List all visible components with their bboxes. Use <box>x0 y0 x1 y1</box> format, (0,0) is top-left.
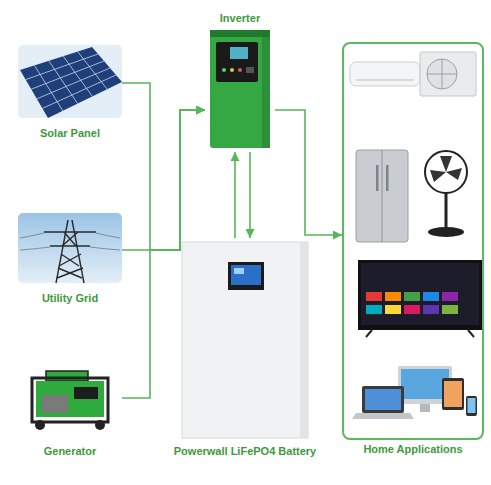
inverter-picture <box>210 30 270 148</box>
generator-picture <box>18 362 122 432</box>
flow-arrow <box>122 110 205 250</box>
source-node: Utility Grid <box>18 213 122 305</box>
node-label: Utility Grid <box>42 292 98 305</box>
source-node: Generator <box>18 362 122 458</box>
flow-arrow <box>122 83 205 250</box>
flow-arrow <box>122 110 205 398</box>
node-label: Home Applications <box>363 443 462 456</box>
battery-picture <box>182 242 308 438</box>
appliances-picture <box>350 52 482 419</box>
flow-arrow <box>249 152 251 238</box>
node-label: Powerwall LiFePO4 Battery <box>174 445 316 458</box>
node-label: Inverter <box>220 12 260 25</box>
node-label: Generator <box>44 445 97 458</box>
source-node: Solar Panel <box>18 45 122 140</box>
node-label: Solar Panel <box>40 127 100 140</box>
flow-arrow <box>275 110 342 235</box>
solar-panel-picture <box>18 45 122 118</box>
inverter-node: Inverter <box>205 12 275 152</box>
appliance-group-box: Home Applications <box>342 42 484 440</box>
power-pylon-picture <box>18 213 122 283</box>
flow-arrow <box>234 152 236 238</box>
battery-node: Powerwall LiFePO4 Battery <box>170 238 321 458</box>
